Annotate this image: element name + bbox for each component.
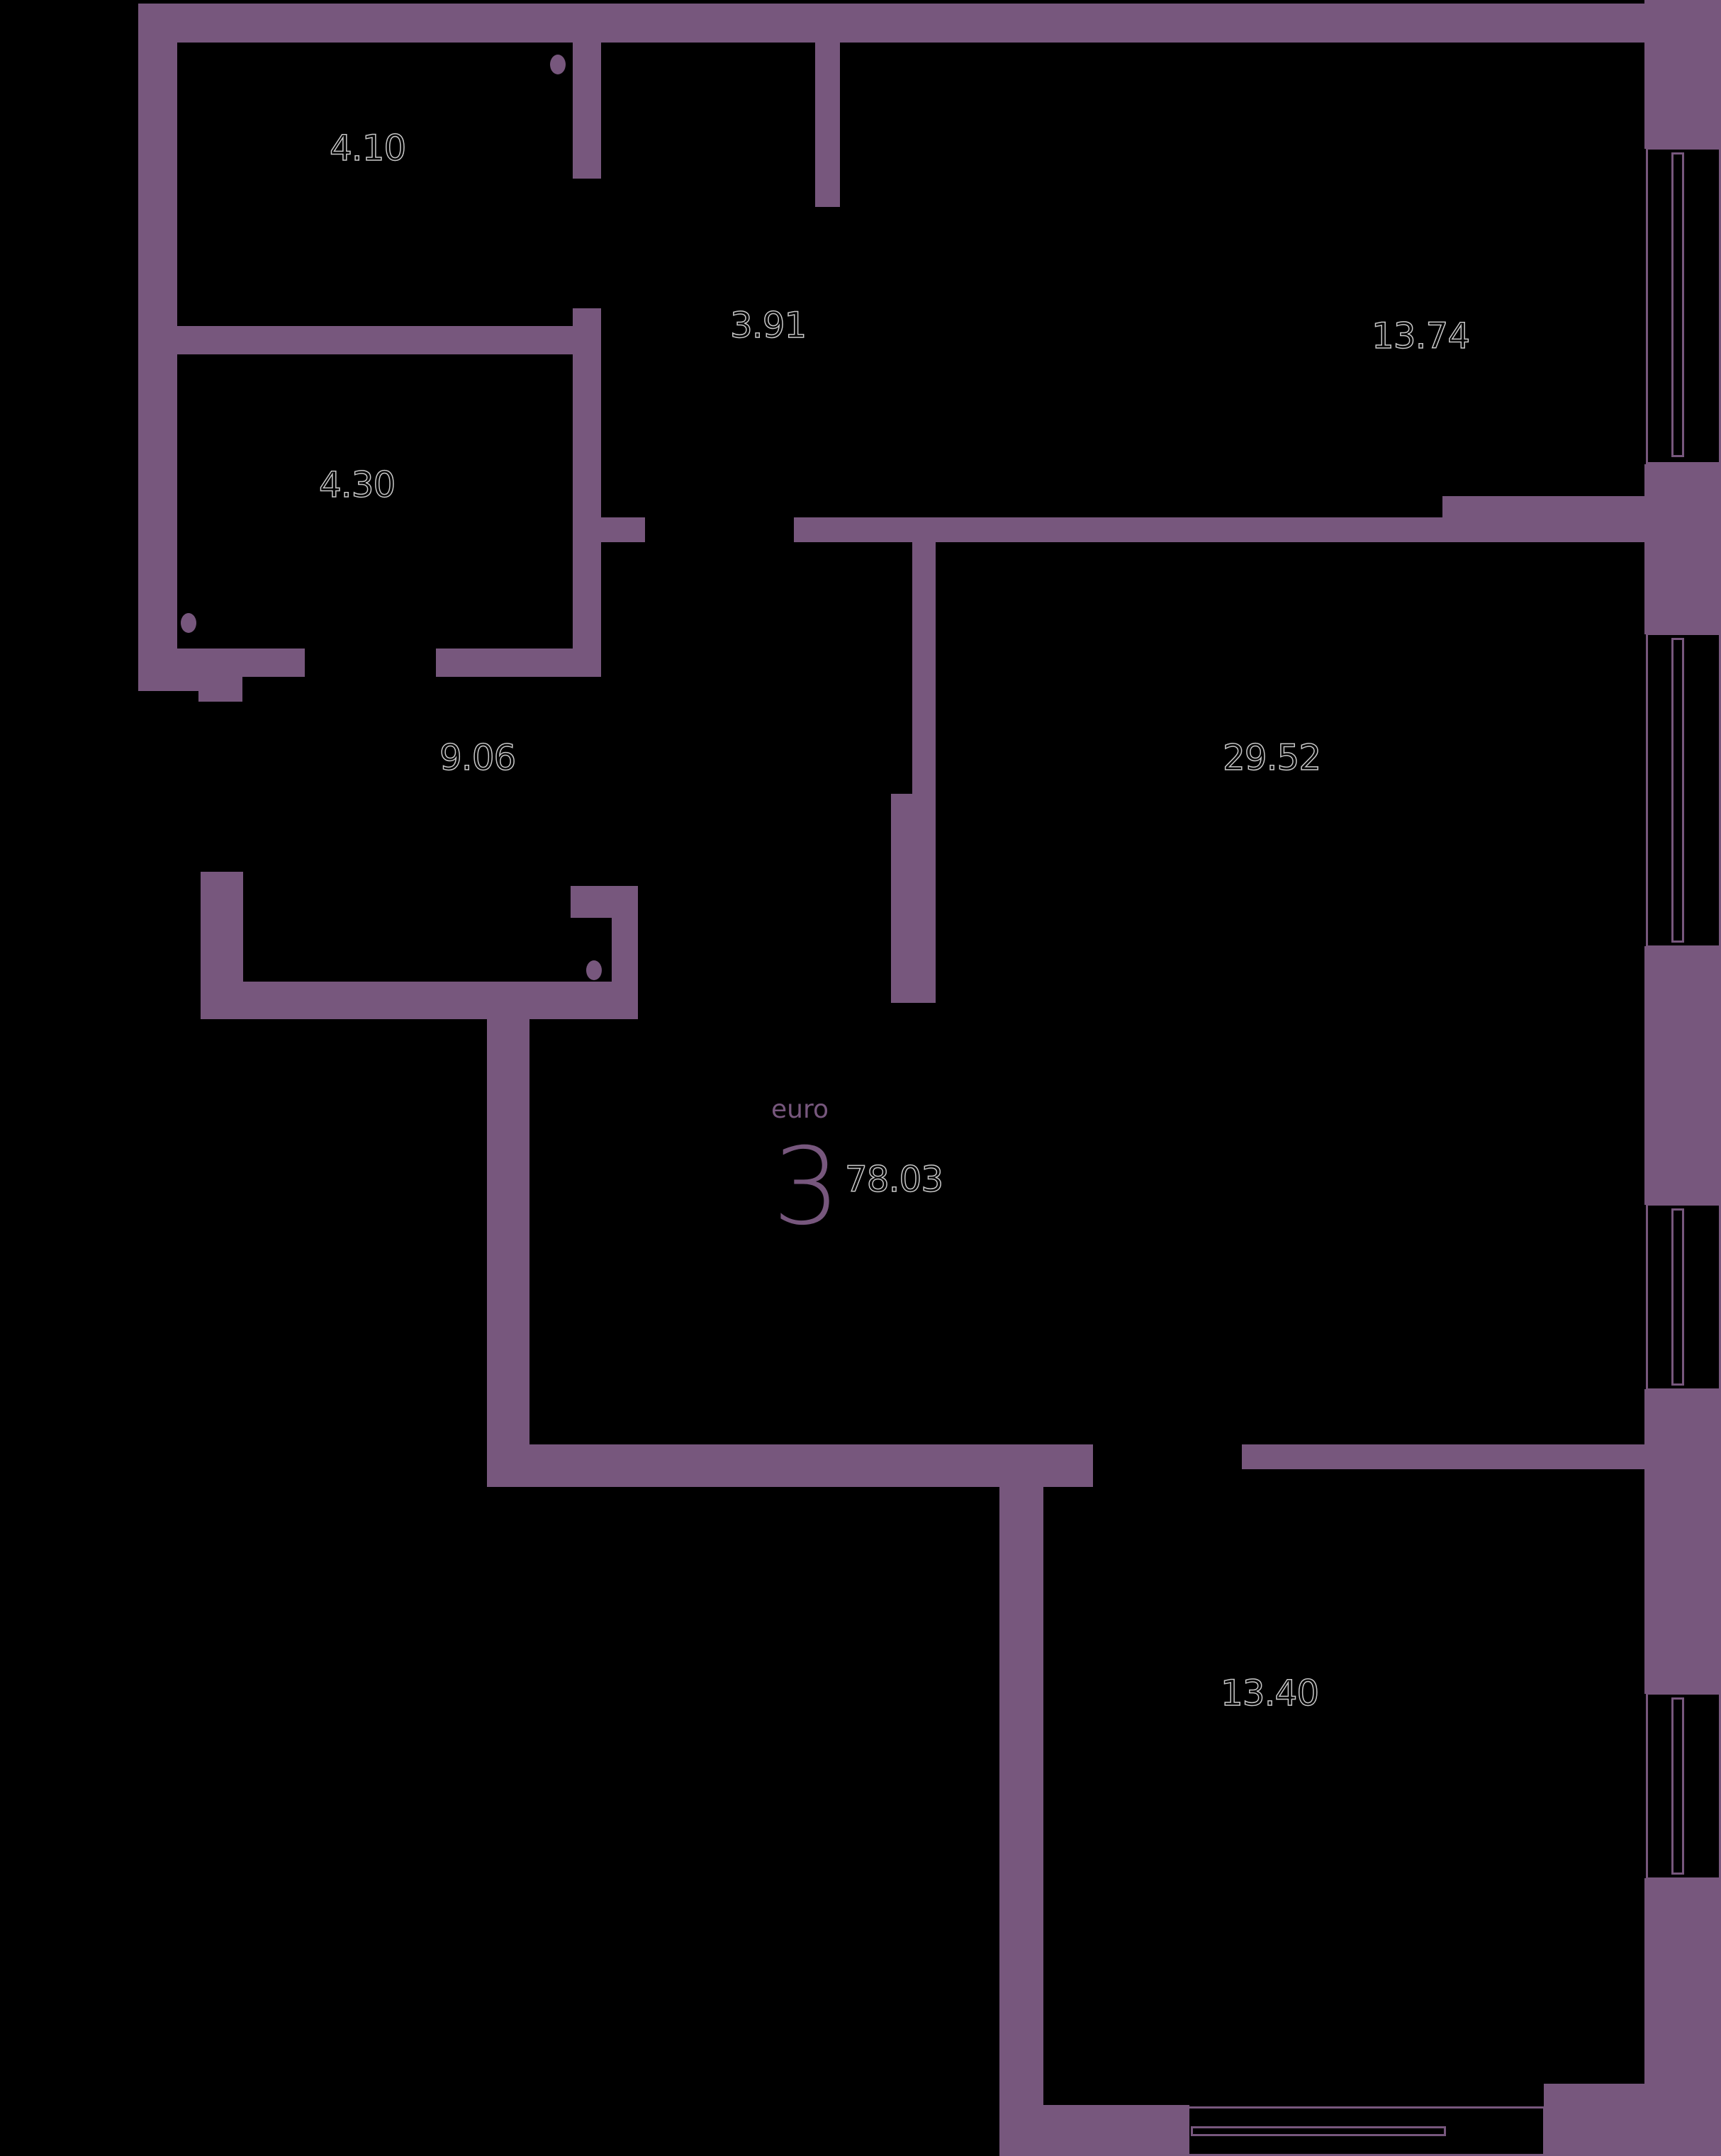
wall-left xyxy=(138,4,177,691)
wall-between-baths xyxy=(177,326,601,354)
window-right-1-sash xyxy=(1671,152,1684,457)
window-right-4-sash xyxy=(1671,1697,1684,1875)
apartment-type-label: euro xyxy=(771,1095,829,1124)
room-area-corridor: 3.91 xyxy=(729,304,807,347)
wall-living-partition-thick xyxy=(891,794,936,1003)
wall-right-pier-3 xyxy=(1644,1389,1721,1694)
wall-corridor-stub xyxy=(815,21,840,207)
wall-right-pier-1 xyxy=(1644,464,1721,634)
room-area-bathroom-1: 4.10 xyxy=(329,127,407,169)
room-area-living-kitchen: 29.52 xyxy=(1222,736,1322,779)
room-area-bedroom-top: 13.74 xyxy=(1371,315,1471,357)
wall-bottom-left-pier xyxy=(999,2105,1189,2156)
window-bottom-sash xyxy=(1191,2126,1446,2136)
window-right-2 xyxy=(1646,633,1721,948)
room-area-bathroom-2: 4.30 xyxy=(318,464,396,506)
apartment-rooms-count: 3 xyxy=(773,1125,841,1249)
riser-dot-3 xyxy=(586,960,602,980)
wall-bottom-right-pier xyxy=(1544,2084,1721,2156)
room-area-hall: 9.06 xyxy=(439,736,517,779)
wall-bath2-bottom-left xyxy=(177,649,305,677)
wall-bedroom-bottom-top xyxy=(1242,1444,1644,1469)
wall-bath2-door-stub xyxy=(601,517,645,542)
riser-dot-2 xyxy=(181,613,196,633)
wall-bedroom-top-bottom-thick xyxy=(1442,496,1644,542)
wall-top xyxy=(138,4,1721,43)
wall-wc-bottom xyxy=(201,982,638,1019)
wall-hall-bottom xyxy=(487,1444,1093,1487)
apartment-total-area: 78.03 xyxy=(844,1158,944,1201)
room-area-bedroom-bottom: 13.40 xyxy=(1220,1672,1320,1714)
wall-right-pier-2 xyxy=(1644,946,1721,1205)
wall-wc-top-stub xyxy=(571,886,638,918)
window-bottom xyxy=(1180,2106,1545,2156)
wall-bath1-right-upper xyxy=(573,43,601,179)
wall-hall-right xyxy=(487,1019,529,1487)
window-right-3 xyxy=(1646,1203,1721,1391)
window-right-3-sash xyxy=(1671,1208,1684,1386)
window-right-2-sash xyxy=(1671,638,1684,943)
wall-bath2-right xyxy=(573,308,601,677)
wall-right-top-pier xyxy=(1644,0,1721,149)
riser-dot-1 xyxy=(550,55,566,74)
wall-bath2-bottom-right xyxy=(436,649,601,677)
wall-bedroom-bottom-left xyxy=(999,1466,1043,2156)
window-right-4 xyxy=(1646,1692,1721,1880)
window-right-1 xyxy=(1646,147,1721,464)
